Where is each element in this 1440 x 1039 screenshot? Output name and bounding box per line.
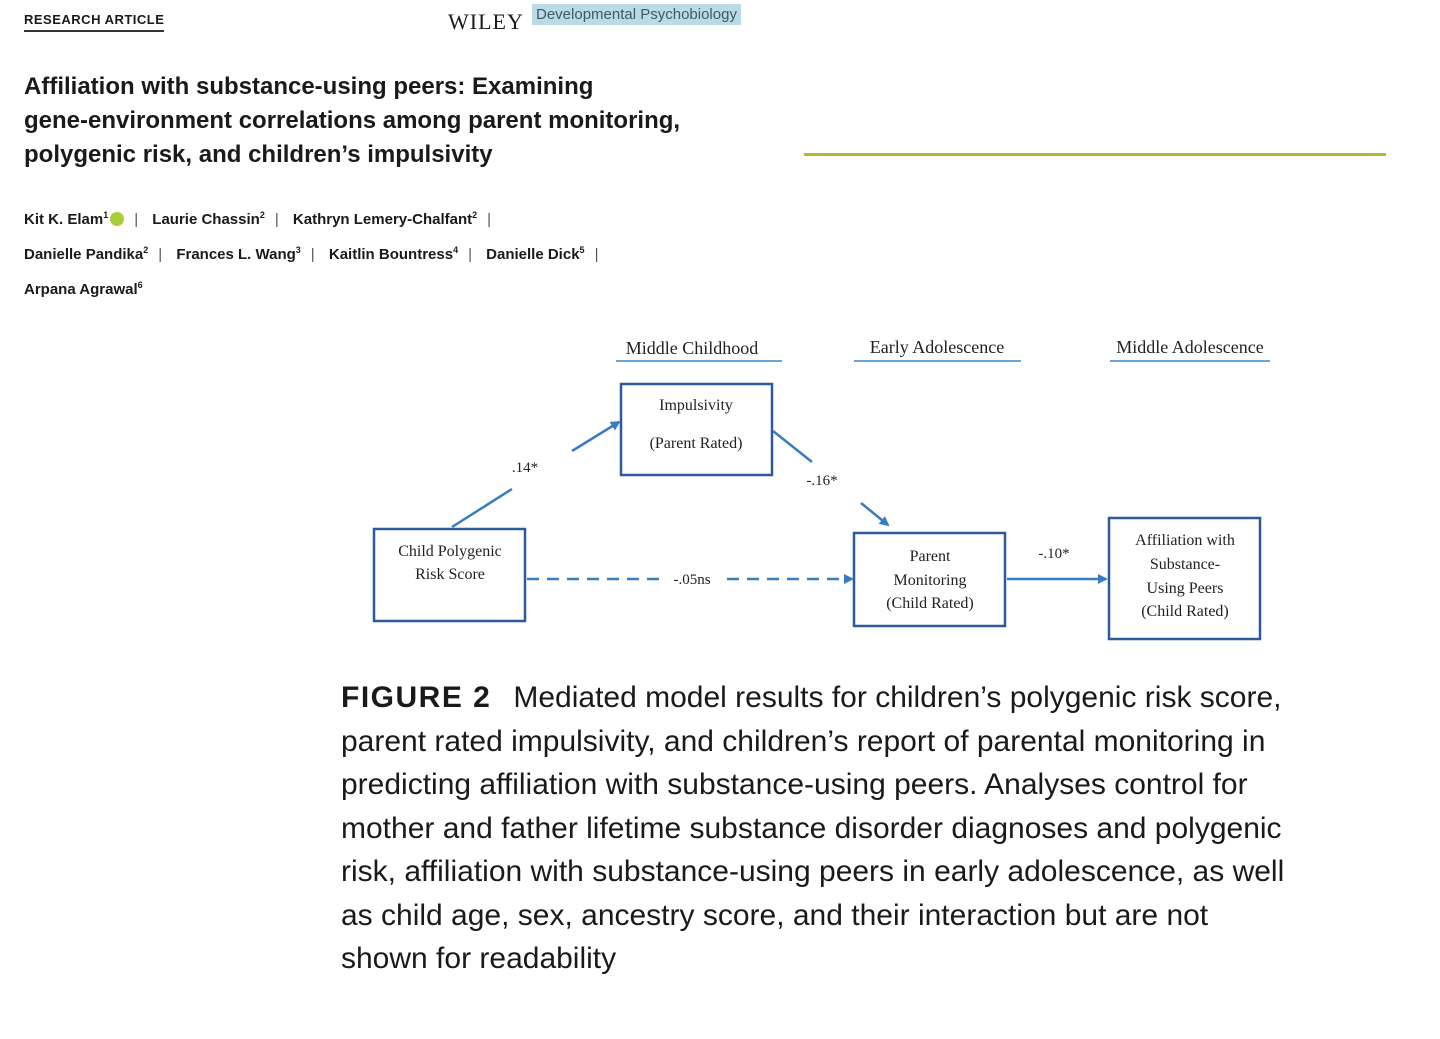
impulsivity-node (619, 382, 774, 477)
author[interactable]: Kaitlin Bountress4 (328, 245, 459, 263)
node-label: Impulsivity (659, 397, 733, 414)
coefficient-backdrop (660, 567, 724, 589)
path-prs-impulsivity-segment (451, 487, 513, 529)
stage-label-middle-adolescence: Middle Adolescence (1116, 337, 1263, 357)
article-title: Affiliation with substance-using peers: … (24, 70, 744, 172)
node-label: Substance- (1150, 556, 1220, 573)
node-label: Affiliation with (1135, 532, 1235, 549)
mediation-path-diagram: Middle Childhood Early Adolescence Middl… (372, 337, 1270, 641)
node-label: Monitoring (894, 572, 967, 589)
author-list: Kit K. Elam1| Laurie Chassin2| Kathryn L… (24, 210, 599, 298)
node-label: Risk Score (415, 566, 485, 583)
title-line: gene-environment correlations among pare… (24, 107, 681, 134)
path-coefficient: -.10* (1038, 546, 1069, 562)
path-impulsivity-monitoring-segment (772, 430, 813, 463)
path-coefficient: .14* (512, 460, 538, 476)
affiliation-node (1107, 516, 1262, 641)
node-label: Parent (910, 548, 951, 565)
author[interactable]: Kathryn Lemery-Chalfant2 (292, 210, 478, 228)
polygenic-risk-node (372, 527, 527, 623)
title-divider-rule (804, 153, 1386, 156)
path-prs-impulsivity-arrow (571, 420, 621, 453)
author[interactable]: Danielle Dick5 (486, 245, 585, 263)
title-line: polygenic risk, and children’s impulsivi… (24, 141, 493, 168)
author[interactable]: Laurie Chassin2 (152, 210, 265, 228)
node-label: (Parent Rated) (650, 435, 743, 452)
author[interactable]: Arpana Agrawal6 (24, 280, 143, 298)
journal-name: Developmental Psychobiology (532, 4, 741, 25)
title-line: Affiliation with substance-using peers: … (24, 73, 594, 100)
node-label: (Child Rated) (1141, 603, 1229, 620)
publisher-logo: WILEY (448, 9, 524, 34)
stage-label-middle-childhood: Middle Childhood (626, 338, 759, 358)
path-impulsivity-monitoring-arrow (860, 502, 890, 527)
path-coefficient: -.05ns (673, 572, 710, 588)
author[interactable]: Frances L. Wang3 (176, 245, 301, 263)
article-type-label: RESEARCH ARTICLE (24, 12, 165, 32)
parent-monitoring-node (852, 531, 1007, 628)
node-label: Child Polygenic (398, 543, 502, 560)
path-coefficient: -.16* (806, 473, 837, 489)
stage-label-early-adolescence: Early Adolescence (870, 337, 1004, 357)
orcid-icon[interactable] (110, 212, 125, 226)
node-label: (Child Rated) (886, 595, 974, 612)
author[interactable]: Danielle Pandika2 (24, 245, 149, 263)
figure-label: FIGURE 2 (341, 681, 492, 714)
author[interactable]: Kit K. Elam1 (24, 210, 125, 228)
caption-text: Mediated model results for children’s po… (341, 681, 1285, 975)
node-label: Using Peers (1147, 580, 1224, 597)
